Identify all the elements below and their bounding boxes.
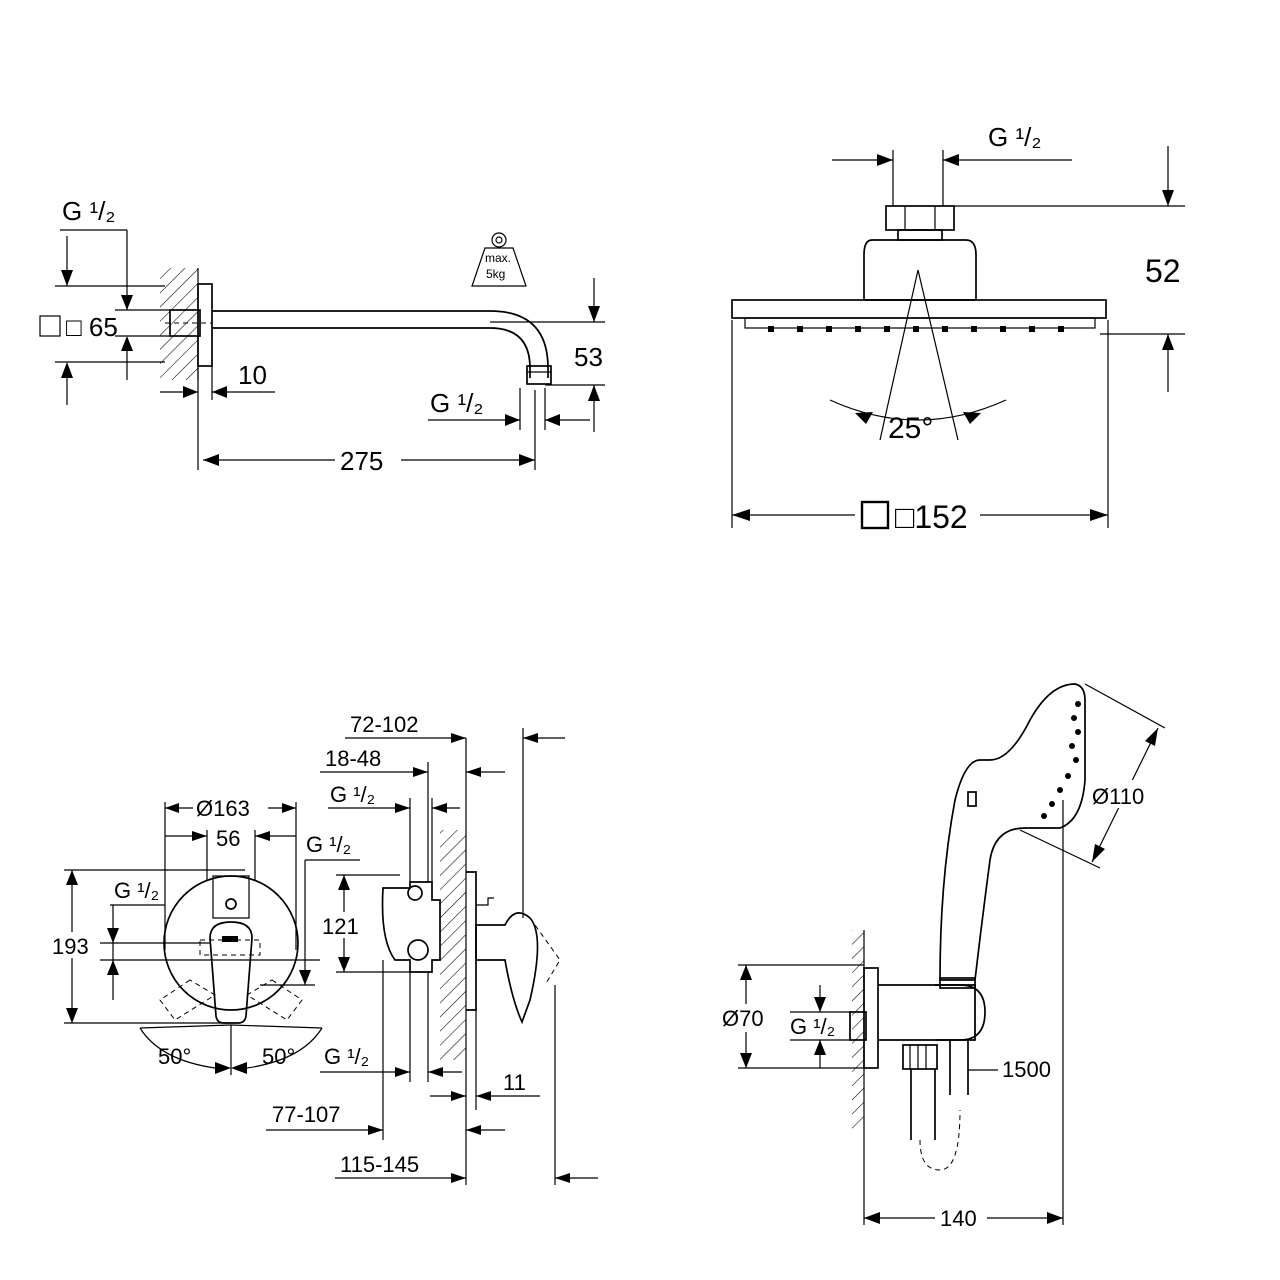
dim-72-102-label: 72-102 [350, 712, 419, 737]
arm-wall-offset-label: 10 [238, 360, 267, 390]
hand-shower-handle [939, 683, 1086, 981]
mixer-lever [475, 912, 539, 1025]
head-shower-plate [731, 299, 1107, 319]
head-shower-body [863, 239, 977, 301]
mixer-view: Ø163 56 G ¹/₂ G ¹/₂ 193 [50, 712, 598, 1185]
max-load-line1: max. [485, 251, 511, 265]
outlet-diameter-label: Ø70 [722, 1006, 764, 1031]
hand-shower-nozzles [1041, 701, 1081, 819]
arm-drop-height-label: 53 [574, 342, 603, 372]
width-140-label: 140 [940, 1206, 977, 1231]
dim-77-107-label: 77-107 [272, 1102, 341, 1127]
height-121-label: 121 [322, 914, 359, 939]
spray-nozzles [768, 326, 1064, 332]
mixer-body [381, 881, 441, 973]
mixer-thread-top-label: G ¹/₂ [330, 782, 375, 807]
mixer-thread-right-label: G ¹/₂ [306, 832, 351, 857]
head-height-label: 52 [1145, 253, 1181, 289]
arm-thread-top-label: G ¹/₂ [62, 196, 115, 226]
dim-11-label: 11 [503, 1070, 526, 1095]
angle-left-label: 50° [158, 1044, 191, 1069]
wall-flange [197, 283, 213, 367]
max-load-weight-icon: max. 5kg [471, 232, 527, 287]
head-thread-label: G ¹/₂ [988, 122, 1041, 152]
arm-flange-size-label: □ 65 [66, 312, 118, 342]
shower-arm-view: G ¹/₂ □ 65 10 275 G ¹/₂ [39, 196, 605, 476]
arm-outlet-thread-label: G ¹/₂ [430, 388, 483, 418]
wall-outlet-elbow [863, 967, 879, 1069]
arm-projection-label: 275 [340, 446, 383, 476]
wall-hatch [160, 268, 198, 380]
mixer-thread-bottom-label: G ¹/₂ [324, 1044, 369, 1069]
dim-18-48-label: 18-48 [325, 746, 381, 771]
head-connection-nut [885, 205, 955, 231]
hand-shower-view: Ø110 Ø70 G ¹/₂ 1500 140 [720, 683, 1166, 1232]
mixer-wall-hatch [440, 830, 466, 1060]
dim-115-145-label: 115-145 [340, 1152, 419, 1177]
mixer-cartridge [212, 875, 250, 919]
hand-shower-wall-hatch [852, 930, 864, 1130]
hand-shower-holder [935, 984, 976, 1041]
rosette-diameter-label: Ø163 [196, 796, 250, 821]
max-load-line2: 5kg [486, 267, 505, 281]
hose-length-label: 1500 [1002, 1057, 1051, 1082]
dim-56-label: 56 [216, 826, 240, 851]
spray-angle-label: 25° [888, 412, 933, 445]
height-193-label: 193 [52, 934, 89, 959]
shower-hose [910, 1040, 969, 1140]
head-shower-view: G ¹/₂ 52 25° □152 [731, 122, 1185, 535]
head-size-label: □152 [895, 499, 968, 535]
hose-nut [902, 1044, 938, 1070]
head-diameter-label: Ø110 [1092, 784, 1144, 809]
hand-shower-thread-label: G ¹/₂ [790, 1014, 835, 1039]
mixer-thread-left-label: G ¹/₂ [114, 878, 159, 903]
angle-right-label: 50° [262, 1044, 295, 1069]
